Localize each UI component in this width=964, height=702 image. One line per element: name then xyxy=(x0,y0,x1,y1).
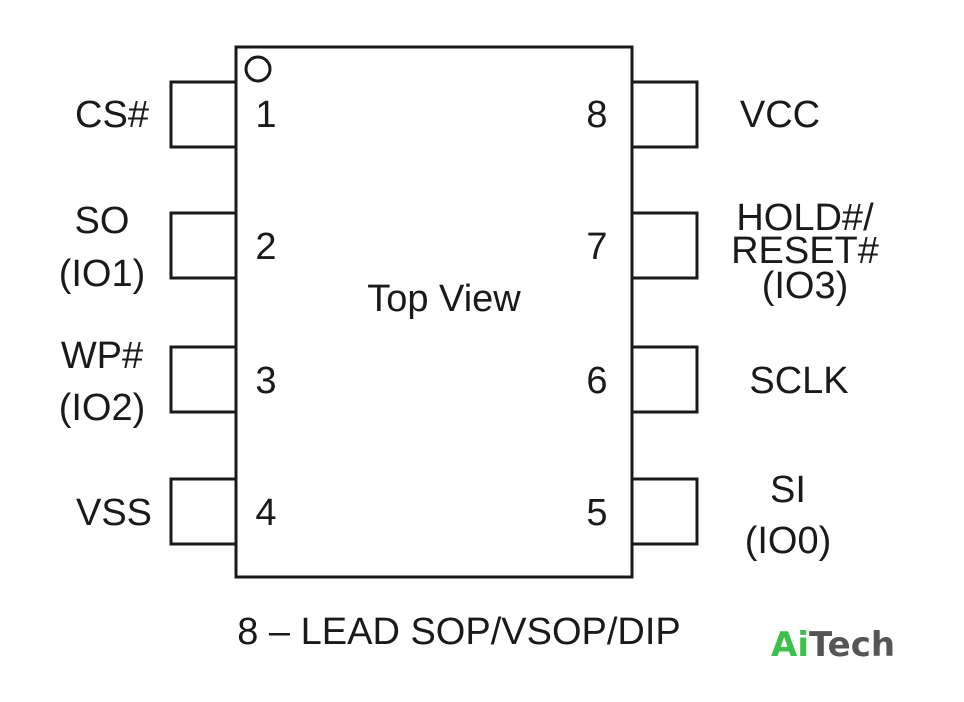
pin-2-name: SO xyxy=(75,200,130,242)
pin-6-name: SCLK xyxy=(749,360,848,402)
pin-1-lead xyxy=(169,80,238,149)
pin-7-name-io: (IO3) xyxy=(762,265,849,307)
pin-4-lead xyxy=(169,477,238,546)
pin-2-lead xyxy=(169,211,238,280)
pin-4-number: 4 xyxy=(255,492,276,534)
pin-2-number: 2 xyxy=(255,226,276,268)
pin-7-lead xyxy=(630,211,699,280)
pin-8-lead xyxy=(630,80,699,149)
package-label: 8 – LEAD SOP/VSOP/DIP xyxy=(237,611,681,653)
pin-1-number: 1 xyxy=(255,94,276,136)
pin-6-lead xyxy=(630,345,699,414)
pin-5-lead xyxy=(630,477,699,546)
pin-6-number: 6 xyxy=(586,360,607,402)
pin-7-number: 7 xyxy=(586,226,607,268)
top-view-label: Top View xyxy=(367,278,521,320)
pin-7-name: HOLD#/ xyxy=(736,197,874,239)
watermark-logo-accent: Ai xyxy=(771,625,809,665)
chip-body xyxy=(234,45,634,579)
pin-2-name-alt: (IO1) xyxy=(59,253,146,295)
pin-8-number: 8 xyxy=(586,94,607,136)
pin-3-name-alt: (IO2) xyxy=(59,387,146,429)
watermark-logo-text: Tech xyxy=(809,625,895,665)
watermark-logo: AiTech xyxy=(771,625,895,665)
pin-3-name: WP# xyxy=(61,335,143,377)
pin-5-name: SI xyxy=(770,469,806,511)
pin-3-number: 3 xyxy=(255,360,276,402)
pin-1-name: CS# xyxy=(75,94,149,136)
pin-7-name-alt: RESET# xyxy=(731,230,879,272)
pin1-marker-icon xyxy=(244,55,272,83)
pin-5-name-alt: (IO0) xyxy=(745,520,832,562)
pin-4-name: VSS xyxy=(76,492,152,534)
pin-5-number: 5 xyxy=(586,492,607,534)
pin-3-lead xyxy=(169,345,238,414)
pin-8-name: VCC xyxy=(740,94,820,136)
